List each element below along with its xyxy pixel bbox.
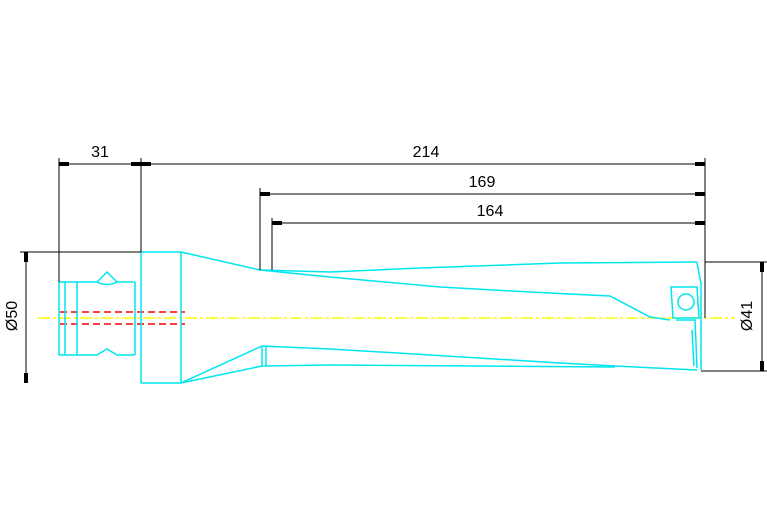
dim-214: 214 bbox=[413, 144, 440, 161]
shank bbox=[58, 270, 136, 356]
dim-diameter-41: Ø41 bbox=[739, 301, 756, 331]
neck-bottom bbox=[180, 345, 698, 384]
hidden-coolant-bore bbox=[60, 311, 185, 325]
flute-upper bbox=[259, 269, 671, 321]
dim-164: 164 bbox=[477, 203, 504, 220]
flange bbox=[140, 251, 182, 384]
dim-169: 169 bbox=[469, 174, 496, 191]
neck-bottom-inner bbox=[180, 364, 616, 384]
tip-right-edge bbox=[696, 261, 702, 370]
insert-screw bbox=[677, 293, 695, 311]
neck-top bbox=[180, 251, 698, 273]
insert bbox=[670, 286, 700, 319]
dim-31: 31 bbox=[91, 144, 109, 161]
dim-diameter-50: Ø50 bbox=[4, 301, 21, 331]
dimension-lines bbox=[20, 158, 767, 383]
tool-outline bbox=[58, 251, 702, 384]
